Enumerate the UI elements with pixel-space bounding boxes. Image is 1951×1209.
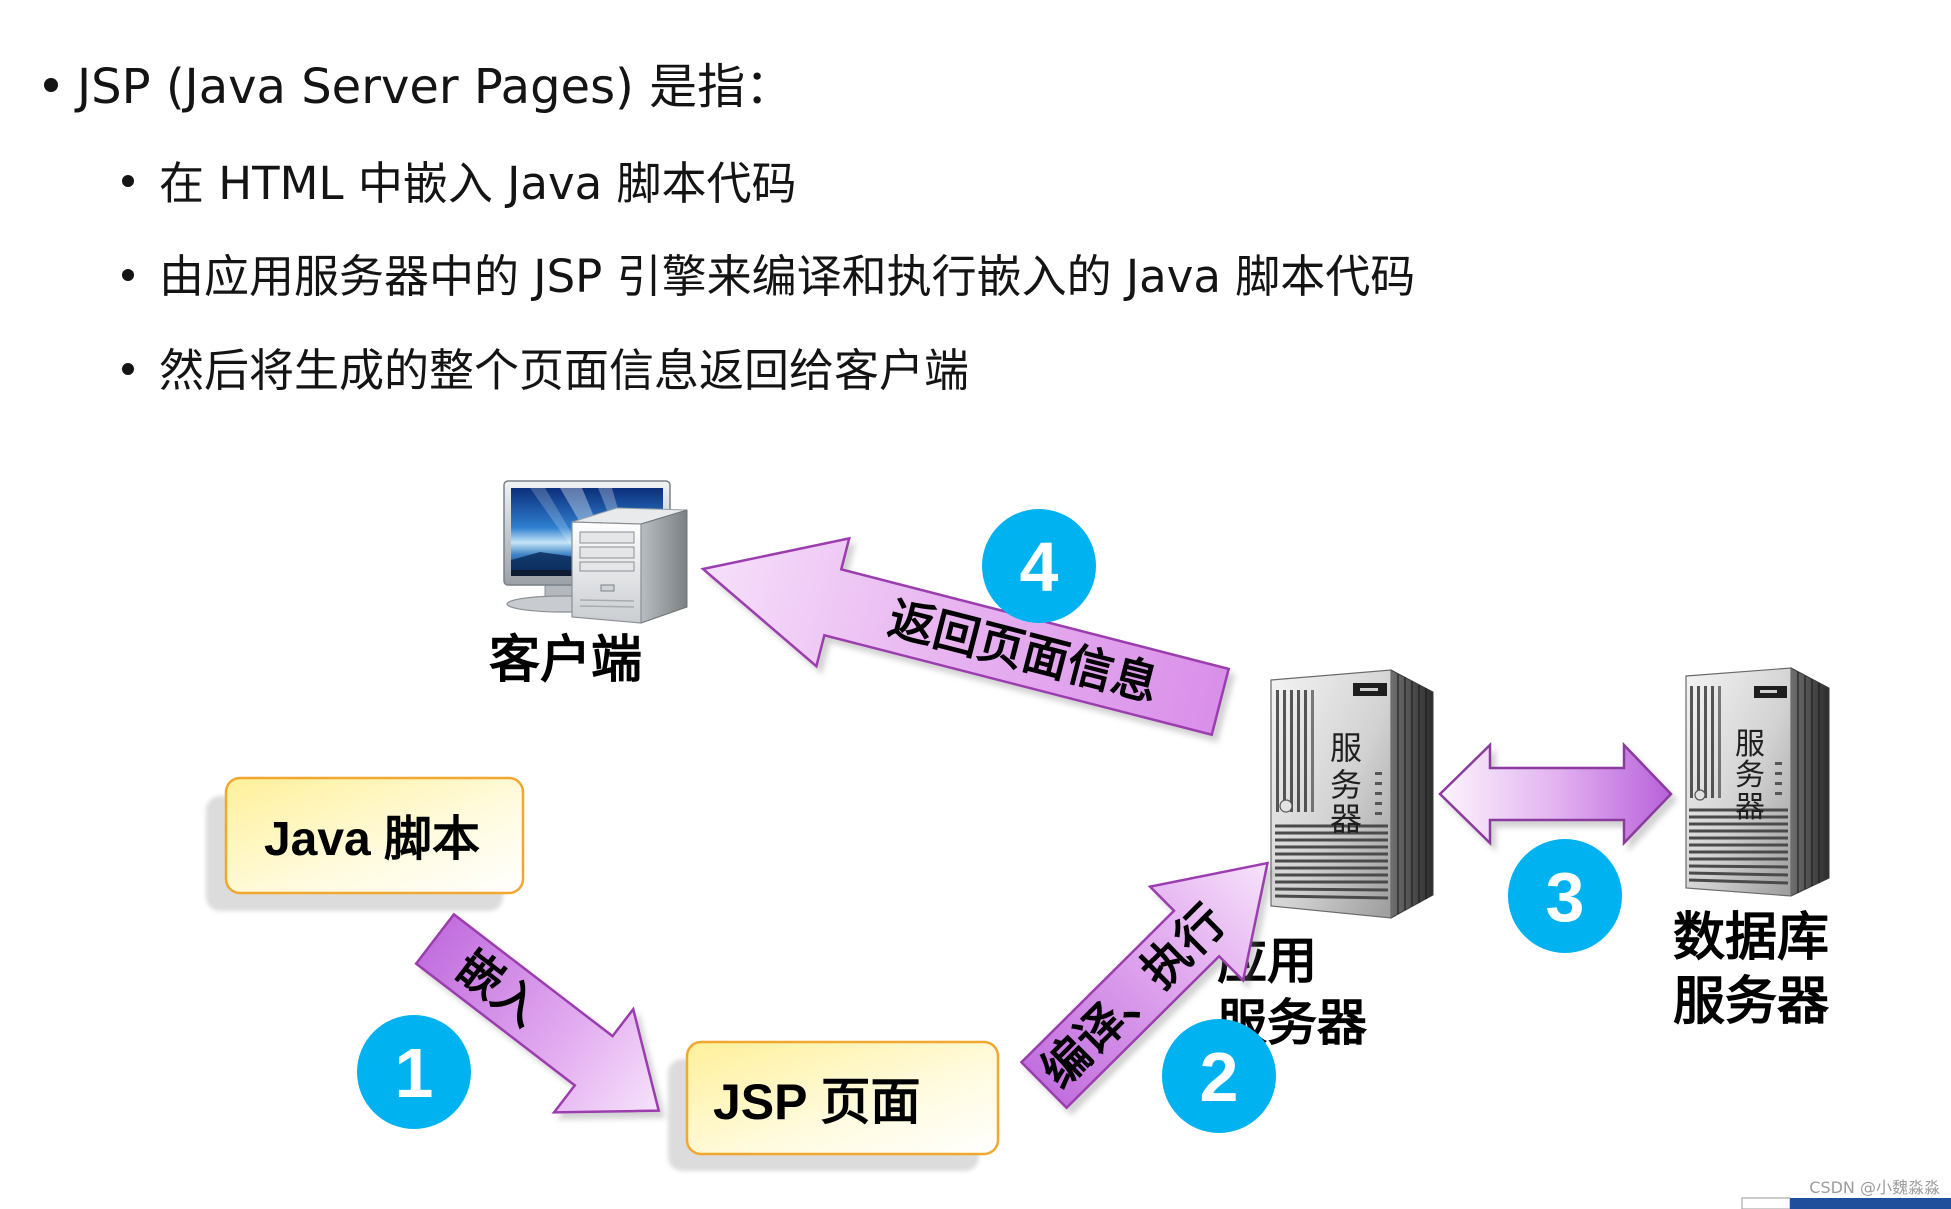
database-double-arrow [1438,741,1673,847]
java-script-box: Java 脚本 [206,776,525,911]
db-server-label: 数据库 [1673,909,1829,967]
bullet-item: 然后将生成的整个页面信息返回给客户端 [159,344,969,397]
server-icon-text: 服 [1330,729,1362,767]
step-number: 1 [395,1034,434,1112]
box-body [685,1040,1000,1156]
bullet-dot [122,363,134,375]
step-number: 3 [1546,858,1585,936]
server-icon-text: 器 [1735,790,1765,825]
corner-thumbnail [1741,1197,1951,1209]
step-4-badge: 4 [982,509,1096,623]
step-number: 2 [1200,1038,1239,1116]
box-body [224,776,525,895]
step-3-badge: 3 [1508,839,1622,953]
return-page-arrow: 返回页面信息 [700,536,1231,737]
client-computer-icon [503,480,688,624]
jsp-page-box: JSP 页面 [668,1040,1000,1171]
bullet-dot [122,269,134,281]
step-number: 4 [1020,528,1059,606]
db-server-label: 服务器 [1673,973,1830,1031]
bullet-item: 在 HTML 中嵌入 Java 脚本代码 [159,157,797,210]
java-script-label: Java 脚本 [264,813,480,866]
slide-title: JSP (Java Server Pages) 是指： [74,59,793,115]
app-server-icon: 服 务 器 [1270,669,1434,919]
db-server-icon: 服 务 器 [1685,667,1830,897]
server-icon-text: 务 [1735,758,1765,793]
step-1-badge: 1 [357,1015,471,1129]
step-2-badge: 2 [1162,1019,1276,1133]
server-icon-text: 服 [1735,727,1765,762]
server-icon-text: 务 [1330,766,1362,804]
bullet-item: 由应用服务器中的 JSP 引擎来编译和执行嵌入的 Java 脚本代码 [159,250,1415,303]
jsp-page-label: JSP 页面 [713,1074,921,1130]
bullet-dot [44,78,58,92]
server-icon-text: 器 [1330,800,1362,838]
bullet-dot [122,175,134,187]
client-label: 客户端 [489,631,642,688]
watermark: CSDN @小魏淼淼 [1809,1178,1940,1197]
